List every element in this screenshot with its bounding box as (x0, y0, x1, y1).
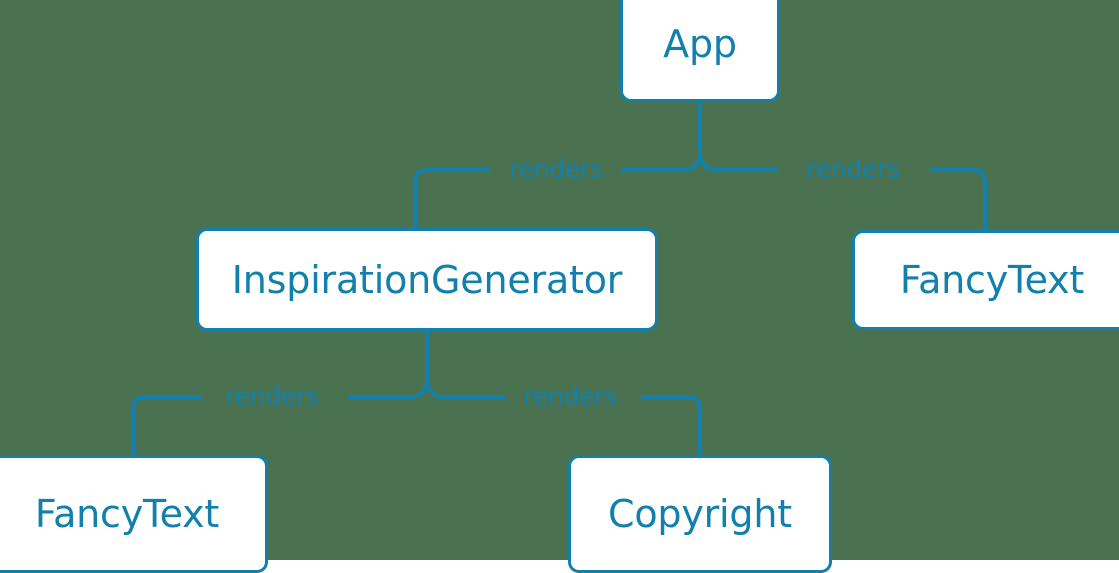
edge-label-app-to-fancytext: renders (806, 154, 900, 184)
node-fancytext-left-label: FancyText (34, 492, 220, 536)
node-fancytext-left[interactable]: FancyText (0, 455, 268, 573)
node-fancytext-right-label: FancyText (899, 258, 1085, 302)
node-app[interactable]: App (620, 0, 780, 102)
node-fancytext-right[interactable]: FancyText (852, 230, 1119, 330)
edge-label-app-to-inspiration: renders (509, 154, 603, 184)
edge-inspiration-to-copyright (425, 381, 702, 455)
edge-label-inspiration-to-copyright: renders (523, 381, 617, 411)
edge-app-to-fancytext-right (698, 154, 987, 230)
node-inspiration-generator-label: InspirationGenerator (231, 257, 623, 302)
node-copyright[interactable]: Copyright (568, 455, 832, 573)
node-app-label: App (663, 22, 737, 66)
edge-layer (131, 101, 987, 455)
node-copyright-label: Copyright (608, 492, 792, 536)
edge-label-inspiration-to-fancytext: renders (225, 381, 319, 411)
node-inspiration-generator[interactable]: InspirationGenerator (196, 228, 658, 331)
